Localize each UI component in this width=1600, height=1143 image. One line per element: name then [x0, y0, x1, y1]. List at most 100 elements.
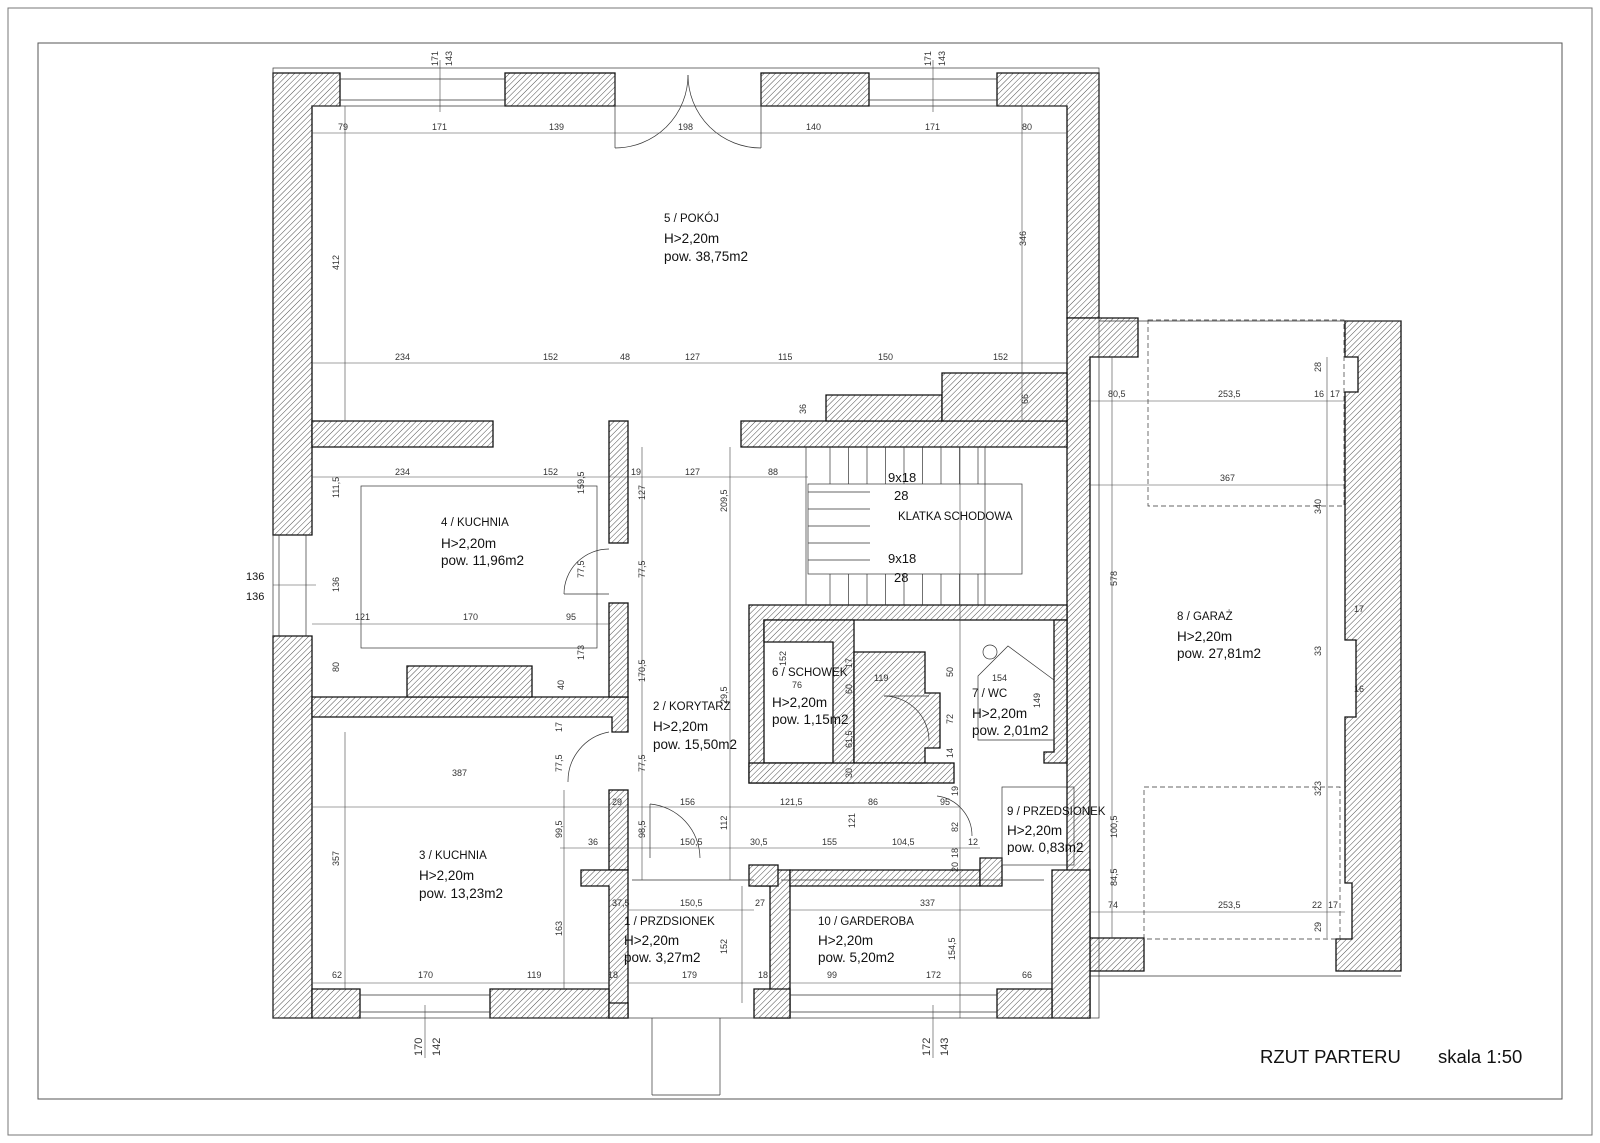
dim-label: 127 [637, 485, 647, 500]
dim-label: 179 [682, 970, 697, 980]
stair-lower-count: 28 [894, 570, 908, 585]
dim-label: 149 [1032, 693, 1042, 708]
stair-treads [808, 447, 979, 605]
wall-pokoj-bottom-right [740, 420, 1068, 448]
dim-label: 150,5 [680, 837, 703, 847]
dim-label: 77,5 [637, 560, 647, 578]
dim-label: 209,5 [719, 489, 729, 512]
dim-label: 66 [1020, 394, 1030, 404]
dim-label: 18 [608, 970, 618, 980]
dim-label: 99,5 [554, 820, 564, 838]
stair-lower-step: 9x18 [888, 551, 916, 566]
dim-label: 357 [331, 851, 341, 866]
room-10-name: 10 / GARDEROBA [818, 916, 914, 928]
dim-label: 79 [338, 122, 348, 132]
dim-label: 121 [355, 612, 370, 622]
dim-label: 154,5 [947, 937, 957, 960]
room-9-height: H>2,20m [1007, 823, 1062, 838]
dim-label: 40 [556, 680, 566, 690]
dim-label: 17 [1330, 389, 1340, 399]
wall-top-right [996, 72, 1100, 319]
dim-label: 17 [554, 722, 564, 732]
room-4-area: pow. 11,96m2 [441, 553, 524, 568]
dim-label: 152 [778, 651, 788, 666]
dim-label: 20 [950, 862, 960, 872]
room-7-area: pow. 2,01m2 [972, 723, 1049, 738]
dim-label: 234 [395, 352, 410, 362]
dim-label: 19 [631, 467, 641, 477]
dim-label: 18 [950, 848, 960, 858]
dim-label: 127 [685, 467, 700, 477]
dim-label: 143 [444, 51, 454, 66]
dim-label: 17 [1354, 604, 1364, 614]
dim-label: 136 [331, 577, 341, 592]
drawing-frame [37, 42, 1563, 1100]
dim-label: 95 [940, 797, 950, 807]
dim-label: 152 [543, 467, 558, 477]
dim-label: 234 [395, 467, 410, 477]
wall-pokoj-bottom-left [311, 420, 494, 448]
room-7-height: H>2,20m [972, 706, 1027, 721]
dim-label: 346 [1018, 231, 1028, 246]
dim-label: 29 [1313, 922, 1323, 932]
dim-label: 99 [827, 970, 837, 980]
dim-label: 104,5 [892, 837, 915, 847]
wall-k4-partition-top [608, 420, 629, 544]
room-10-area: pow. 5,20m2 [818, 950, 895, 965]
dim-label: 28 [1313, 362, 1323, 372]
left-opening-dim: 136 [246, 571, 264, 583]
dim-label: 152 [543, 352, 558, 362]
room-4-height: H>2,20m [441, 536, 496, 551]
wall-garage-right [1335, 320, 1402, 972]
dim-label: 159,5 [576, 471, 586, 494]
dim-label: 140 [806, 122, 821, 132]
dim-label: 100,5 [1109, 815, 1119, 838]
room-8-name: 8 / GARAŻ [1177, 610, 1233, 623]
dim-label: 36 [588, 837, 598, 847]
dim-label: 253,5 [1218, 389, 1241, 399]
left-opening-dim: 136 [246, 591, 264, 603]
dim-label: 74 [1108, 900, 1118, 910]
dim-label: 163 [554, 921, 564, 936]
wall-top-1 [504, 72, 616, 107]
room-labels: 1 / PRZDSIONEK H>2,20m pow. 3,27m2 2 / K… [419, 212, 1261, 965]
title-block: RZUT PARTERU skala 1:50 [1260, 1046, 1522, 1067]
dim-label: 88 [768, 467, 778, 477]
dim-label: 170 [463, 612, 478, 622]
wall-stair-landing-2 [941, 372, 1068, 422]
wall-wc-right [1043, 619, 1068, 764]
dim-label: 16 [1314, 389, 1324, 399]
dim-label: 150,5 [680, 898, 703, 908]
dim-label: 77,5 [554, 754, 564, 772]
dim-label: 387 [452, 768, 467, 778]
dim-label: 115 [778, 352, 792, 362]
stair-upper-step: 9x18 [888, 470, 916, 485]
room-1-name: 1 / PRZDSIONEK [624, 916, 715, 928]
wall-garderoba-top-2 [748, 864, 779, 887]
room-8-height: H>2,20m [1177, 629, 1232, 644]
dim-label: 77,5 [576, 560, 586, 578]
dim-label: 119 [527, 970, 541, 980]
wall-stair-landing [825, 394, 943, 422]
room-10-height: H>2,20m [818, 933, 873, 948]
dim-label: 337 [920, 898, 935, 908]
dim-label: 80,5 [1108, 389, 1126, 399]
room-6-height: H>2,20m [772, 695, 827, 710]
dim-label: 22 [1312, 900, 1322, 910]
room-9-area: pow. 0,83m2 [1007, 840, 1084, 855]
plan-title: RZUT PARTERU [1260, 1046, 1401, 1067]
dim-label: 127 [685, 352, 700, 362]
dim-label: 16 [1354, 684, 1364, 694]
wall-bottom-k3 [489, 988, 610, 1019]
dim-label: 48 [620, 352, 630, 362]
dim-label: 171 [430, 51, 440, 66]
dim-label: 27 [755, 898, 765, 908]
thin-lines [272, 67, 1401, 1019]
room-3-height: H>2,20m [419, 868, 474, 883]
stairs: 9x18 28 KLATKA SCHODOWA 9x18 28 [888, 470, 1013, 585]
doors [563, 74, 1055, 1096]
dim-label: 80 [1022, 122, 1032, 132]
dim-label: 30 [844, 768, 854, 778]
room-3-name: 3 / KUCHNIA [419, 850, 487, 862]
dim-label: 77,5 [637, 754, 647, 772]
